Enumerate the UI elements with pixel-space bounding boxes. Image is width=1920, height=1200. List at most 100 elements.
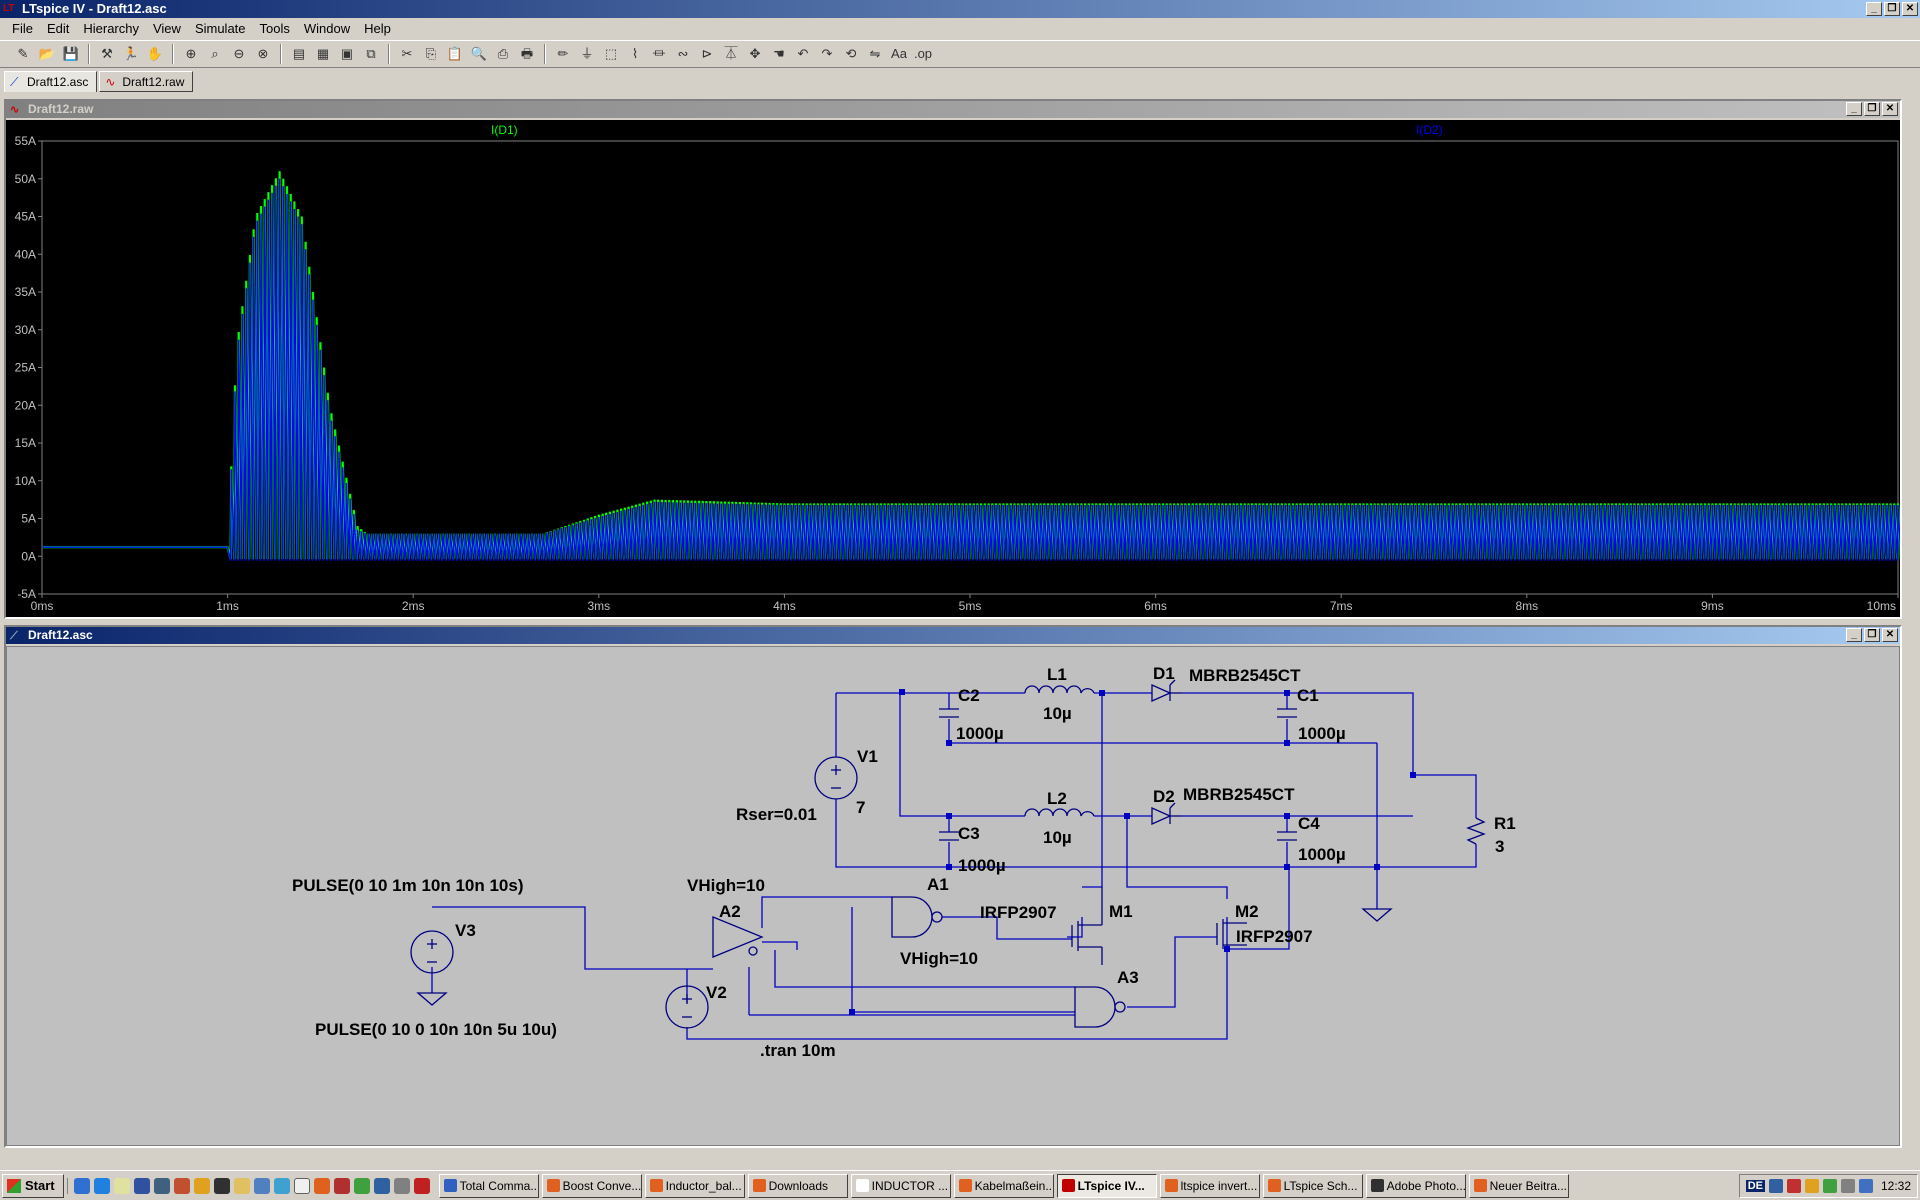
cascade-icon[interactable]: ▣: [340, 46, 354, 61]
menu-view[interactable]: View: [152, 20, 181, 36]
schematic-drawing[interactable]: C2 1000µ L1 10µ D1 MBRB2545CT C1 1000µ V…: [7, 647, 1899, 1147]
menu-tools[interactable]: Tools: [259, 20, 290, 36]
trace-label-d1[interactable]: I(D1): [491, 123, 518, 137]
label-a2-vhigh[interactable]: VHigh=10: [687, 876, 765, 895]
app-icon[interactable]: [213, 1177, 230, 1194]
taskbar-button[interactable]: Downloads: [747, 1173, 848, 1198]
move-icon[interactable]: ✥: [749, 46, 761, 61]
menu-simulate[interactable]: Simulate: [194, 20, 246, 36]
label-l2-value[interactable]: 10µ: [1043, 828, 1072, 847]
inductor-icon[interactable]: ∾: [677, 46, 689, 61]
run-icon[interactable]: 🏃: [122, 46, 140, 61]
chart-icon[interactable]: [373, 1177, 390, 1194]
security-tray-icon[interactable]: [1786, 1178, 1801, 1193]
label-a2[interactable]: A2: [719, 902, 741, 921]
tool-tray-icon[interactable]: [1804, 1178, 1819, 1193]
taskbar-button[interactable]: LTspice IV...: [1056, 1173, 1157, 1198]
undo-icon[interactable]: ↶: [797, 46, 809, 61]
label-v3[interactable]: V3: [455, 921, 476, 940]
minimize-button[interactable]: _: [1846, 102, 1862, 116]
label-d2[interactable]: D2: [1153, 787, 1175, 806]
globe-icon[interactable]: [273, 1177, 290, 1194]
schematic-canvas[interactable]: C2 1000µ L1 10µ D1 MBRB2545CT C1 1000µ V…: [6, 646, 1900, 1146]
label-l2[interactable]: L2: [1047, 789, 1067, 808]
spice-directive-icon[interactable]: .op: [913, 46, 933, 61]
label-m1-model[interactable]: IRFP2907: [980, 903, 1057, 922]
open-icon[interactable]: 📂: [38, 46, 56, 61]
tools-icon[interactable]: [393, 1177, 410, 1194]
label-v1[interactable]: V1: [857, 747, 878, 766]
rotate-icon[interactable]: ⟲: [845, 46, 857, 61]
taskbar-button[interactable]: Adobe Photo...: [1365, 1173, 1466, 1198]
zoom-out-icon[interactable]: ⊖: [233, 46, 245, 61]
language-indicator[interactable]: DE: [1745, 1179, 1765, 1192]
waveform-chart[interactable]: I(D1) I(D2) 55A50A45A40A35A30A25A20A15A1…: [6, 120, 1903, 617]
taskbar-button[interactable]: ltspice invert...: [1159, 1173, 1260, 1198]
tab-draft12-raw[interactable]: ∿ Draft12.raw: [99, 71, 194, 92]
component-icon[interactable]: ⏄: [724, 46, 738, 61]
paste-icon[interactable]: 📋: [446, 46, 464, 61]
label-c4-value[interactable]: 1000µ: [1298, 845, 1346, 864]
print-preview-icon[interactable]: ⎙: [497, 46, 509, 61]
capacitor-icon[interactable]: ⏛: [652, 46, 666, 61]
app-tray-icon[interactable]: [1822, 1178, 1837, 1193]
label-r1[interactable]: R1: [1494, 814, 1516, 833]
label-l1-value[interactable]: 10µ: [1043, 704, 1072, 723]
taskbar-button[interactable]: Inductor_bal...: [644, 1173, 745, 1198]
find-icon[interactable]: 🔍: [470, 46, 488, 61]
outlook-icon[interactable]: [93, 1177, 110, 1194]
start-button[interactable]: Start: [2, 1173, 64, 1198]
label-c3-value[interactable]: 1000µ: [958, 856, 1006, 875]
taskbar-button[interactable]: Kabelmaßein...: [953, 1173, 1054, 1198]
archive-icon[interactable]: [333, 1177, 350, 1194]
spice-directive-tran[interactable]: .tran 10m: [760, 1041, 836, 1060]
label-l1[interactable]: L1: [1047, 665, 1067, 684]
search-icon[interactable]: [253, 1177, 270, 1194]
drag-icon[interactable]: ☚: [773, 46, 785, 61]
ground-icon[interactable]: ⏚: [580, 46, 594, 61]
control-panel-icon[interactable]: ⚒: [101, 46, 113, 61]
restore-button[interactable]: ❐: [1864, 628, 1880, 642]
label-c1-value[interactable]: 1000µ: [1298, 724, 1346, 743]
label-v2-pulse[interactable]: PULSE(0 10 0 10n 10n 5u 10u): [315, 1020, 557, 1039]
label-m2-model[interactable]: IRFP2907: [1236, 927, 1313, 946]
label-icon[interactable]: ⬚: [604, 46, 618, 61]
label-a3[interactable]: A3: [1117, 968, 1139, 987]
redo-icon[interactable]: ↷: [821, 46, 833, 61]
paint-icon[interactable]: [233, 1177, 250, 1194]
close-button[interactable]: ✕: [1882, 628, 1898, 642]
halt-icon[interactable]: ✋: [146, 46, 164, 61]
label-a3-vhigh[interactable]: VHigh=10: [900, 949, 978, 968]
label-r1-value[interactable]: 3: [1495, 837, 1504, 856]
label-d2-model[interactable]: MBRB2545CT: [1183, 785, 1295, 804]
taskbar-button[interactable]: Total Comma...: [438, 1173, 539, 1198]
taskbar-button[interactable]: Neuer Beitra...: [1468, 1173, 1569, 1198]
label-c2-value[interactable]: 1000µ: [956, 724, 1004, 743]
label-a1[interactable]: A1: [927, 875, 949, 894]
chrome-icon[interactable]: [353, 1177, 370, 1194]
volume-tray-icon[interactable]: [1840, 1178, 1855, 1193]
label-m1[interactable]: M1: [1109, 902, 1133, 921]
menu-window[interactable]: Window: [303, 20, 351, 36]
save-icon[interactable]: 💾: [62, 46, 80, 61]
save-icon[interactable]: [133, 1177, 150, 1194]
text-icon[interactable]: Aa: [891, 46, 907, 61]
tile-icon[interactable]: ▦: [316, 46, 330, 61]
restore-button[interactable]: ❐: [1864, 102, 1880, 116]
menu-file[interactable]: File: [12, 20, 33, 36]
close-button[interactable]: ✕: [1882, 102, 1898, 116]
label-rser[interactable]: Rser=0.01: [736, 805, 817, 824]
ie-icon[interactable]: [73, 1177, 90, 1194]
label-c4[interactable]: C4: [1298, 814, 1320, 833]
trace-id2[interactable]: [42, 178, 1902, 561]
cut-icon[interactable]: ✂: [401, 46, 413, 61]
window-icon[interactable]: [293, 1177, 310, 1194]
minimize-button[interactable]: _: [1866, 2, 1882, 16]
taskbar-button[interactable]: INDUCTOR ...: [850, 1173, 951, 1198]
trace-label-d2[interactable]: I(D2): [1416, 123, 1443, 137]
mirror-icon[interactable]: ⇋: [869, 46, 881, 61]
wire-icon[interactable]: ✏: [557, 46, 569, 61]
tool-icon[interactable]: [173, 1177, 190, 1194]
autoscale-icon[interactable]: ▤: [292, 46, 306, 61]
